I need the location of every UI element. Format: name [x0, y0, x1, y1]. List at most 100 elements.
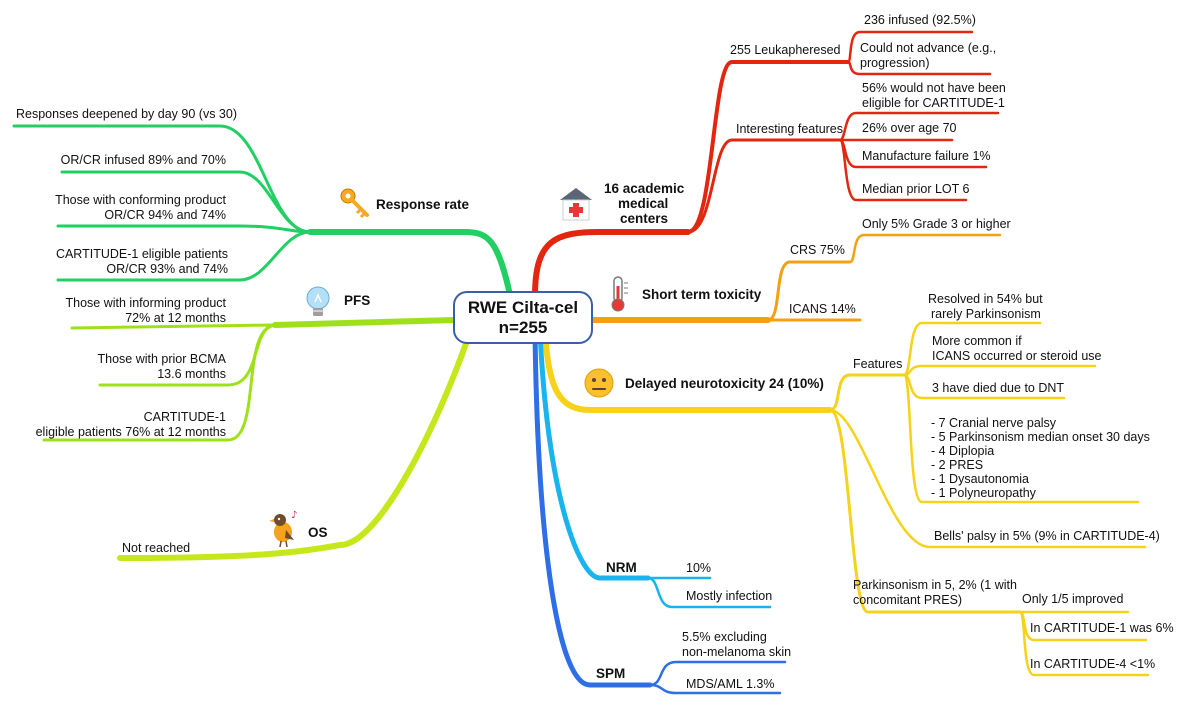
manufacture-label: Manufacture failure 1%: [862, 149, 991, 163]
bells-label: Bells' palsy in 5% (9% in CARTITUDE-4): [934, 529, 1160, 543]
interesting-label: Interesting features: [736, 122, 843, 136]
eligible-line1: 56% would not have been: [862, 81, 1006, 95]
excluding-line1: 5.5% excluding: [682, 630, 767, 644]
branch-os: [117, 329, 473, 561]
branch-line-informing: [70, 323, 277, 330]
branch-line-delayed: [542, 327, 833, 413]
center-title: RWE Cilta-cel: [468, 298, 578, 317]
academic-title-line3: centers: [620, 211, 668, 226]
list-item-3: - 4 Diplopia: [931, 444, 994, 458]
eligible-line2: eligible for CARTITUDE-1: [862, 96, 1005, 110]
branch-pfs: [42, 317, 458, 442]
branch-line-orcr: [60, 170, 312, 234]
list-item-4: - 2 PRES: [931, 458, 983, 472]
branch-nrm: [537, 329, 772, 609]
infection-label: Mostly infection: [686, 589, 772, 603]
thermometer-icon: [611, 276, 628, 312]
branch-short-term: [582, 233, 1002, 323]
nrm-pct-label: 10%: [686, 561, 711, 575]
branch-line-not-advance: [846, 60, 992, 76]
parkinsonism-line1: Parkinsonism in 5, 2% (1 with: [853, 578, 1017, 592]
median-lot-label: Median prior LOT 6: [862, 182, 970, 196]
hospital-icon: [560, 188, 592, 221]
center-subtitle: n=255: [499, 318, 548, 337]
response-title: Response rate: [376, 197, 470, 212]
branch-line-eligible: [56, 230, 312, 282]
eligible-response-line2: OR/CR 93% and 74%: [106, 262, 228, 276]
center-node[interactable]: RWE Cilta-cel n=255: [453, 291, 593, 344]
conforming-line1: Those with conforming product: [55, 193, 226, 207]
branch-line-nrm: [537, 329, 651, 581]
died-label: 3 have died due to DNT: [932, 381, 1064, 395]
key-icon: [340, 188, 369, 219]
infused-label: 236 infused (92.5%): [864, 13, 976, 27]
features-label: Features: [853, 357, 902, 371]
list-item-2: - 5 Parkinsonism median onset 30 days: [931, 430, 1150, 444]
crs-label: CRS 75%: [790, 243, 845, 257]
bcma-line2: 13.6 months: [157, 367, 226, 381]
cartitude-pfs-line1: CARTITUDE-1: [144, 410, 226, 424]
list-item-6: - 1 Polyneuropathy: [931, 486, 1037, 500]
bird-icon: ♪: [269, 510, 297, 548]
icans-label: ICANS 14%: [789, 302, 856, 316]
branch-line-median-lot: [838, 138, 968, 202]
nrm-title: NRM: [606, 560, 637, 575]
branch-line-crs: [766, 260, 852, 322]
branch-line-cartitude4: [1018, 610, 1150, 677]
branch-line-parkinsonism: [828, 408, 1022, 614]
branch-line-bells: [828, 408, 1147, 549]
excluding-line2: non-melanoma skin: [682, 645, 791, 659]
parkinsonism-line2: concomitant PRES): [853, 593, 962, 607]
list-item-1: - 7 Cranial nerve palsy: [931, 416, 1057, 430]
resolved-line1: Resolved in 54% but: [928, 292, 1043, 306]
branch-delayed: [542, 321, 1150, 677]
list-item-5: - 1 Dysautonomia: [931, 472, 1029, 486]
informing-line1: Those with informing product: [66, 296, 227, 310]
branch-line-infused: [846, 30, 974, 64]
cartitude-pfs-line2: eligible patients 76% at 12 months: [36, 425, 226, 439]
branch-response: [12, 124, 513, 298]
eligible-response-line1: CARTITUDE-1 eligible patients: [56, 247, 228, 261]
bcma-line1: Those with prior BCMA: [97, 352, 226, 366]
branch-line-list: [902, 373, 1140, 504]
branch-line-more-common: [902, 364, 1097, 377]
leukapheresed-label: 255 Leukapheresed: [730, 43, 841, 57]
academic-title-line2: medical: [618, 196, 668, 211]
deepened-label: Responses deepened by day 90 (vs 30): [16, 107, 237, 121]
grade3-label: Only 5% Grade 3 or higher: [862, 217, 1011, 231]
cartitude1-label: In CARTITUDE-1 was 6%: [1030, 621, 1174, 635]
lightbulb-icon: [306, 286, 330, 316]
informing-line2: 72% at 12 months: [125, 311, 226, 325]
mds-label: MDS/AML 1.3%: [686, 677, 774, 691]
pfs-title: PFS: [344, 293, 370, 308]
branch-line-leukapheresed: [686, 60, 850, 234]
branch-line-mds: [648, 683, 782, 695]
neutral-face-icon: [584, 368, 614, 398]
branch-spm: [532, 329, 787, 695]
branch-line-cartitude: [42, 323, 277, 442]
branch-line-pfs: [272, 317, 458, 328]
branch-line-os: [117, 329, 473, 561]
spm-title: SPM: [596, 666, 625, 681]
delayed-title: Delayed neurotoxicity 24 (10%): [625, 376, 824, 391]
branch-line-conforming: [56, 224, 312, 234]
conforming-line2: OR/CR 94% and 74%: [104, 208, 226, 222]
over70-label: 26% over age 70: [862, 121, 957, 135]
branch-line-features: [828, 373, 906, 412]
branch-line-infection: [646, 576, 772, 609]
branch-line-response: [307, 229, 513, 298]
branch-line-academic: [532, 229, 691, 299]
more-common-line2: ICANS occurred or steroid use: [932, 349, 1102, 363]
branch-line-grade3: [848, 233, 1002, 264]
orcr-label: OR/CR infused 89% and 70%: [61, 153, 226, 167]
short-term-title: Short term toxicity: [642, 287, 762, 302]
academic-title-line1: 16 academic: [604, 181, 685, 196]
not-advance-line1: Could not advance (e.g.,: [860, 41, 996, 55]
more-common-line1: More common if: [932, 334, 1022, 348]
resolved-line2: rarely Parkinsonism: [931, 307, 1041, 321]
not-advance-line2: progression): [860, 56, 929, 70]
branch-academic: [532, 30, 1000, 299]
os-title: OS: [308, 525, 328, 540]
cartitude4-label: In CARTITUDE-4 <1%: [1030, 657, 1155, 671]
